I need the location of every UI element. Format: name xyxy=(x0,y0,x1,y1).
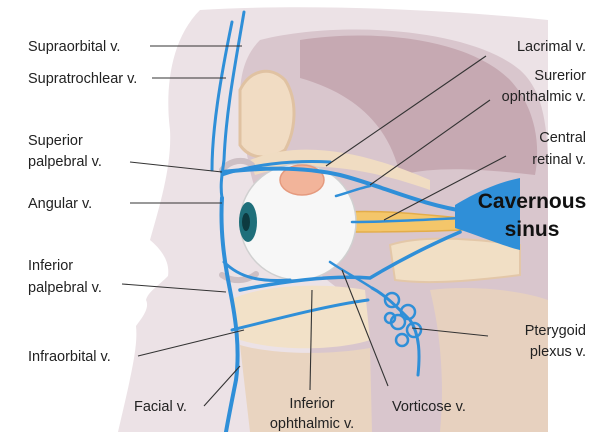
sphenoid-bone xyxy=(390,239,520,282)
label-cavernous-1: Cavernous xyxy=(478,190,587,213)
label-inferior-ophthalmic-2: ophthalmic v. xyxy=(270,416,354,432)
label-infraorbital: Infraorbital v. xyxy=(28,349,111,365)
label-supratrochlear: Supratrochlear v. xyxy=(28,71,137,87)
label-superior-palpebral-2: palpebral v. xyxy=(28,154,102,170)
label-central-retinal-2: retinal v. xyxy=(532,152,586,168)
label-superior-ophthalmic-1: Surerior xyxy=(534,68,586,84)
pupil xyxy=(242,213,250,231)
label-superior-palpebral-1: Superior xyxy=(28,133,83,149)
label-angular: Angular v. xyxy=(28,196,92,212)
label-supraorbital: Supraorbital v. xyxy=(28,39,120,55)
label-superior-ophthalmic-2: ophthalmic v. xyxy=(502,89,586,105)
label-inferior-palpebral-2: palpebral v. xyxy=(28,280,102,296)
label-cavernous-2: sinus xyxy=(505,218,560,241)
label-pterygoid-1: Pterygoid xyxy=(525,323,586,339)
maxillary-bone xyxy=(230,286,370,349)
label-lacrimal: Lacrimal v. xyxy=(517,39,586,55)
label-pterygoid-2: plexus v. xyxy=(530,344,586,360)
label-central-retinal-1: Central xyxy=(539,130,586,146)
label-facial: Facial v. xyxy=(134,399,187,415)
label-vorticose: Vorticose v. xyxy=(392,399,466,415)
frontal-bone xyxy=(240,71,294,157)
label-inferior-ophthalmic-1: Inferior xyxy=(289,396,334,412)
label-inferior-palpebral-1: Inferior xyxy=(28,258,73,274)
